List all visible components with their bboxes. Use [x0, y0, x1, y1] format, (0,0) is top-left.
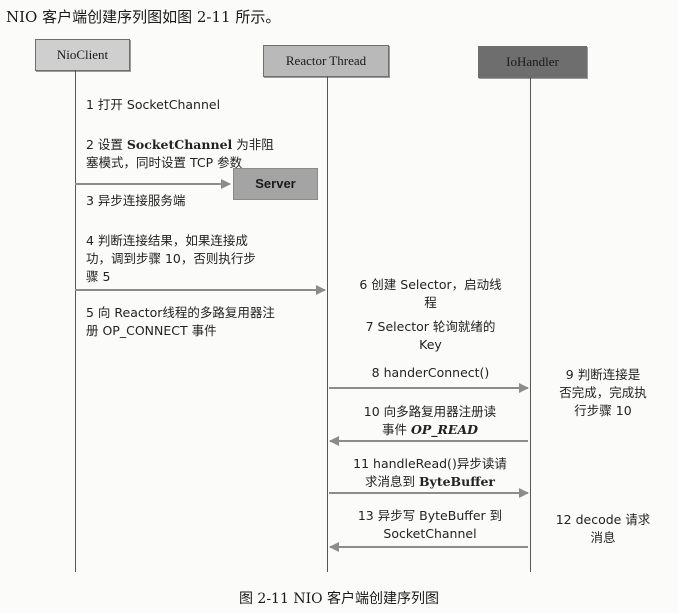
step-3-text: 3 异步连接服务端 [86, 193, 186, 208]
step-7-line-1: 7 Selector 轮询就绪的 [365, 319, 496, 334]
step-9: 9 判断连接是 否完成，完成执 行步骤 10 [540, 366, 666, 420]
step-5-line-1: 5 向 Reactor线程的多路复用器注 [86, 305, 275, 320]
step-5-line-2: 册 OP_CONNECT 事件 [86, 323, 217, 338]
step-1: 1 打开 SocketChannel [86, 96, 220, 114]
step-1-text: 1 打开 SocketChannel [86, 97, 221, 112]
participant-nioclient: NioClient [35, 39, 130, 71]
step-2: 2 设置 SocketChannel 为非阻 塞模式，同时设置 TCP 参数 [86, 136, 274, 172]
step-10-bold: OP_READ [410, 422, 478, 437]
participant-iohandler-label: IoHandler [506, 54, 559, 69]
participant-reactor-label: Reactor Thread [285, 53, 367, 68]
lifeline-nioclient [75, 70, 76, 572]
intro-text: NIO 客户端创建序列图如图 2-11 所示。 [6, 8, 281, 26]
step-11: 11 handleRead()异步读请 求消息到 ByteBuffer [334, 455, 526, 491]
step-11-line-2: 求消息到 ByteBuffer [334, 473, 526, 491]
step-11-line-1: 11 handleRead()异步读请 [353, 456, 507, 471]
step-2-line-2: 塞模式，同时设置 TCP 参数 [86, 155, 243, 170]
step-13: 13 异步写 ByteBuffer 到 SocketChannel [334, 507, 526, 543]
step-11-prefix: 求消息到 [365, 474, 419, 489]
step-12: 12 decode 请求 消息 [540, 511, 666, 547]
participant-reactor-thread: Reactor Thread [263, 45, 389, 77]
step-6: 6 创建 Selector，启动线 程 [338, 276, 523, 312]
step-9-line-2: 否完成，完成执 [559, 385, 647, 400]
step-13-line-1: 13 异步写 ByteBuffer 到 [357, 508, 503, 523]
step-10: 10 向多路复用器注册读 事件 OP_READ [334, 403, 526, 439]
step-2-rest: 为非阻 [232, 137, 274, 152]
step-2-prefix: 2 设置 [86, 137, 127, 152]
step-2-bold: SocketChannel [126, 137, 233, 152]
step-6-line-2: 程 [424, 295, 437, 310]
server-label: Server [255, 176, 296, 191]
step-4-line-3: 骤 5 [86, 269, 111, 284]
figure-caption: 图 2-11 NIO 客户端创建序列图 [238, 591, 440, 607]
step-10-prefix: 事件 [382, 422, 411, 437]
step-5: 5 向 Reactor线程的多路复用器注 册 OP_CONNECT 事件 [86, 304, 275, 340]
participant-iohandler: IoHandler [478, 46, 587, 78]
step-12-line-2: 消息 [590, 530, 616, 545]
lifeline-iohandler [530, 77, 531, 572]
step-13-line-2: SocketChannel [383, 526, 477, 541]
step-10-line-2: 事件 OP_READ [334, 421, 526, 439]
step-4: 4 判断连接结果，如果连接成 功，调到步骤 10，否则执行步 骤 5 [86, 232, 256, 286]
step-9-line-1: 9 判断连接是 [565, 367, 641, 382]
step-12-line-1: 12 decode 请求 [555, 512, 651, 527]
step-8-text: 8 handerConnect() [371, 365, 490, 380]
step-7: 7 Selector 轮询就绪的 Key [338, 318, 523, 354]
step-2-line-1: 2 设置 SocketChannel 为非阻 [86, 136, 274, 154]
step-10-line-1: 10 向多路复用器注册读 [363, 404, 497, 419]
step-6-line-1: 6 创建 Selector，启动线 [359, 277, 502, 292]
step-9-line-3: 行步骤 10 [574, 403, 632, 418]
step-7-line-2: Key [419, 337, 442, 352]
server-box: Server [233, 168, 318, 200]
step-3: 3 异步连接服务端 [86, 192, 185, 210]
step-4-line-1: 4 判断连接结果，如果连接成 [86, 233, 248, 248]
lifeline-reactor-thread [327, 76, 328, 572]
step-11-bold: ByteBuffer [418, 474, 495, 489]
participant-nioclient-label: NioClient [56, 47, 109, 62]
step-4-line-2: 功，调到步骤 10，否则执行步 [86, 251, 256, 266]
step-8: 8 handerConnect() [338, 364, 523, 382]
